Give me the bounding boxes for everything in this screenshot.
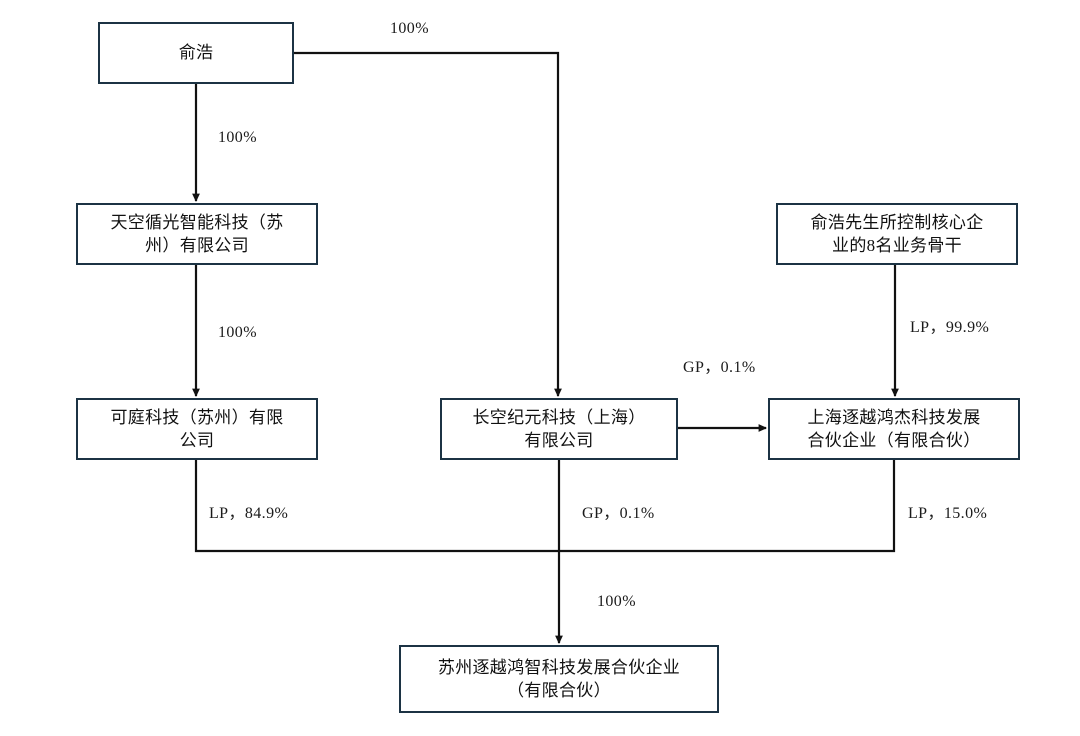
node-yuhao-core-staff[interactable]: 俞浩先生所控制核心企 业的8名业务骨干: [776, 203, 1018, 265]
edge-label-changkong-to-shanghai: GP，0.1%: [683, 359, 756, 376]
edge-label-tiankong-to-keting: 100%: [218, 324, 257, 341]
edge-label-shanghai-to-suzhou: LP，15.0%: [908, 505, 988, 522]
edge-label-yuhao-to-tiankong: 100%: [218, 129, 257, 146]
edge-label-keting-to-suzhou: LP，84.9%: [209, 505, 289, 522]
node-tiankong-xunguang[interactable]: 天空循光智能科技（苏 州）有限公司: [76, 203, 318, 265]
node-yu-hao[interactable]: 俞浩: [98, 22, 294, 84]
node-changkong-jiyuan[interactable]: 长空纪元科技（上海） 有限公司: [440, 398, 678, 460]
node-keting-keji[interactable]: 可庭科技（苏州）有限 公司: [76, 398, 318, 460]
node-suzhou-zhuyue-hongzhi[interactable]: 苏州逐越鸿智科技发展合伙企业 （有限合伙）: [399, 645, 719, 713]
edge-yuhao-to-changkong: [294, 51, 562, 397]
edge-label-staff-to-shanghai: LP，99.9%: [910, 319, 990, 336]
node-label-tiankong-xunguang: 天空循光智能科技（苏 州）有限公司: [110, 212, 284, 255]
edge-label-junction-to-suzhou: 100%: [597, 593, 636, 610]
node-label-changkong-jiyuan: 长空纪元科技（上海） 有限公司: [472, 407, 646, 450]
edge-label-yuhao-to-changkong: 100%: [390, 20, 429, 37]
node-label-suzhou-zhuyue-hongzhi: 苏州逐越鸿智科技发展合伙企业 （有限合伙）: [437, 657, 681, 700]
node-label-keting-keji: 可庭科技（苏州）有限 公司: [110, 407, 284, 450]
node-shanghai-zhuyue-hongjie[interactable]: 上海逐越鸿杰科技发展 合伙企业（有限合伙）: [768, 398, 1020, 460]
node-label-shanghai-zhuyue-hongjie: 上海逐越鸿杰科技发展 合伙企业（有限合伙）: [807, 407, 981, 450]
node-label-yu-hao: 俞浩: [178, 43, 214, 63]
node-label-yuhao-core-staff: 俞浩先生所控制核心企 业的8名业务骨干: [810, 212, 984, 255]
edge-label-changkong-to-suzhou: GP，0.1%: [582, 505, 655, 522]
